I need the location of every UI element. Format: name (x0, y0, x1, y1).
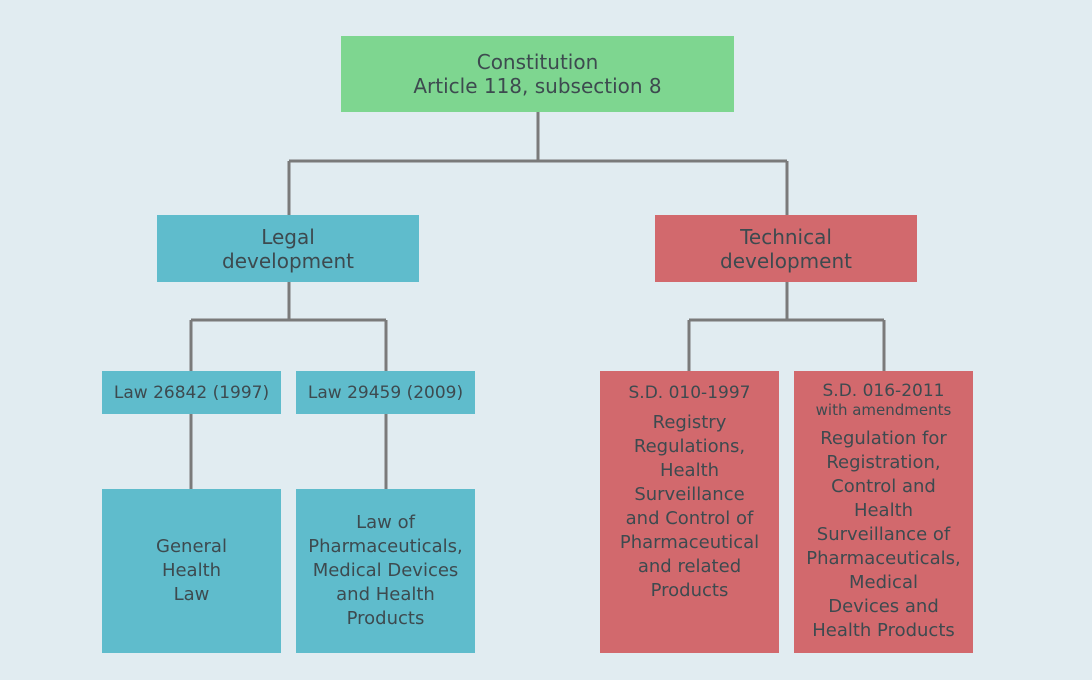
sd2-body-line: Devices and (828, 596, 939, 617)
sd2-body-line: Control and (831, 476, 936, 497)
law-26842-label: Law 26842 (1997) (113, 382, 270, 403)
law2-body-line: Law of (356, 512, 415, 533)
sd2-header: S.D. 016-2011 (822, 381, 945, 401)
general-health-law-node: General Health Law (102, 489, 281, 653)
sd-016-2011-node: S.D. 016-2011 with amendments Regulation… (794, 371, 973, 653)
sd1-body-line: Pharmaceutical (619, 532, 760, 553)
sd-010-1997-node: S.D. 010-1997 Registry Regulations, Heal… (600, 371, 779, 653)
sd2-body-line: Pharmaceuticals, (806, 548, 961, 569)
sd2-body-line: Health (853, 500, 914, 521)
technical-label-line-1: Technical (740, 224, 832, 249)
constitution-node: Constitution Article 118, subsection 8 (341, 36, 734, 112)
law2-body-line: Medical Devices (312, 560, 459, 581)
law-29459-label: Law 29459 (2009) (307, 382, 464, 403)
sd2-subheader: with amendments (815, 401, 952, 419)
law2-body-line: Pharmaceuticals, (308, 536, 463, 557)
pharmaceuticals-law-node: Law of Pharmaceuticals, Medical Devices … (296, 489, 475, 653)
law2-body-line: and Health (336, 584, 435, 605)
sd1-body-line: and related (637, 556, 742, 577)
law2-body-line: Products (346, 608, 425, 629)
sd1-body-line: Surveillance (634, 484, 745, 505)
law-26842-header: Law 26842 (1997) (102, 371, 281, 414)
legal-label-line-1: Legal (261, 224, 315, 249)
sd2-body-line: Health Products (812, 620, 955, 641)
law1-body-line: General (156, 536, 227, 557)
sd2-body-line: Surveillance of (816, 524, 951, 545)
sd2-body-line: Medical (849, 572, 918, 593)
sd1-body-line: Registry (652, 412, 727, 433)
sd1-header: S.D. 010-1997 (628, 383, 751, 403)
legal-label-line-2: development (222, 248, 354, 273)
sd1-body-line: Products (650, 580, 729, 601)
law-29459-header: Law 29459 (2009) (296, 371, 475, 414)
technical-development-node: Technical development (655, 215, 917, 282)
constitution-title: Constitution (476, 50, 599, 74)
sd2-body-line: Registration, (826, 452, 941, 473)
constitution-subtitle: Article 118, subsection 8 (413, 74, 662, 98)
sd1-body-line: and Control of (625, 508, 754, 529)
sd1-body-line: Health (659, 460, 720, 481)
legal-development-node: Legal development (157, 215, 419, 282)
sd2-body-line: Regulation for (820, 428, 947, 449)
technical-label-line-2: development (720, 248, 852, 273)
law1-body-line: Health (161, 560, 222, 581)
sd1-body-line: Regulations, (633, 436, 746, 457)
law1-body-line: Law (173, 584, 210, 605)
